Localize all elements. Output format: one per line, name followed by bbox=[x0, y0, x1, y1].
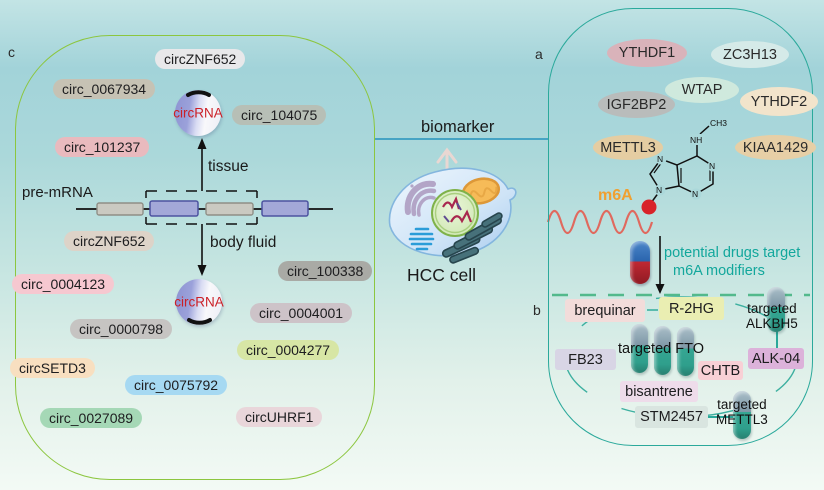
biomarker-label: biomarker bbox=[421, 118, 495, 136]
marker-circ-0067934: circ_0067934 bbox=[53, 79, 156, 99]
drug-fb23: FB23 bbox=[555, 349, 616, 370]
marker-circ-0004277: circ_0004277 bbox=[237, 340, 340, 360]
organelle-rods-icon bbox=[441, 212, 503, 264]
marker-circ-100338: circ_100338 bbox=[278, 261, 373, 281]
note-line1: potential drugs target bbox=[664, 245, 801, 261]
tissue-label: tissue bbox=[208, 158, 249, 175]
nucleus-icon bbox=[431, 189, 479, 237]
tissue-arrow bbox=[197, 138, 207, 191]
modifier-mettl3: METTL3 bbox=[593, 135, 663, 160]
pre-mrna-label: pre-mRNA bbox=[22, 184, 93, 201]
modifier-igf2bp2: IGF2BP2 bbox=[598, 91, 675, 118]
panel-m6a-modifiers bbox=[548, 8, 813, 446]
mettl3-capsule-icon bbox=[733, 391, 751, 439]
mettl3-word: METTL3 bbox=[716, 412, 768, 427]
circrna-icon-label: circRNA bbox=[174, 294, 224, 310]
n9-label: N bbox=[656, 185, 663, 195]
marker-circ-0075792: circ_0075792 bbox=[125, 375, 228, 395]
marker-circ-0027089: circ_0027089 bbox=[40, 408, 143, 428]
note-line2: m6A modifiers bbox=[673, 263, 765, 279]
n3-label: N bbox=[692, 189, 699, 199]
targeted-word: targeted bbox=[747, 301, 797, 316]
drug-capsule-icon bbox=[630, 241, 650, 284]
body-fluid-arrow bbox=[197, 224, 207, 276]
marker-circuhrf1: circUHRF1 bbox=[236, 407, 323, 427]
fto-capsule-icon-2 bbox=[654, 326, 671, 375]
drug-stm2457: STM2457 bbox=[635, 406, 708, 428]
hcc-cell-icon bbox=[388, 167, 517, 264]
fto-capsule-icon-1 bbox=[631, 324, 648, 373]
drug-brequinar: brequinar bbox=[565, 299, 645, 322]
golgi-icon bbox=[404, 180, 437, 217]
fto-capsule-icon-3 bbox=[677, 327, 694, 376]
alkbh5-word: ALKBH5 bbox=[746, 316, 798, 331]
modifier-kiaa1429: KIAA1429 bbox=[735, 135, 816, 160]
rna-wave bbox=[546, 209, 654, 235]
drug-chtb: CHTB bbox=[698, 361, 743, 380]
targeted-alkbh5-label: targeted ALKBH5 bbox=[746, 301, 798, 331]
circrna-icon-tissue: circRNA bbox=[173, 90, 223, 136]
marker-circ-0004001: circ_0004001 bbox=[250, 303, 353, 323]
targeted-word: targeted bbox=[717, 397, 767, 412]
er-stack-icon bbox=[408, 227, 435, 251]
m6a-dot-icon bbox=[641, 199, 657, 215]
modifier-ythdf1: YTHDF1 bbox=[607, 39, 687, 67]
hcc-cell-label: HCC cell bbox=[407, 265, 477, 285]
targeted-mettl3-label: targeted METTL3 bbox=[716, 397, 768, 427]
drug-bisantrene: bisantrene bbox=[620, 381, 698, 402]
circrna-icon-label: circRNA bbox=[173, 105, 223, 121]
n1-label: N bbox=[709, 161, 716, 171]
n7-label: N bbox=[657, 154, 664, 164]
modifier-ythdf2: YTHDF2 bbox=[740, 87, 818, 116]
marker-circ-101237: circ_101237 bbox=[55, 137, 150, 157]
panel-label-b: b bbox=[533, 302, 541, 318]
drug-alk-04: ALK-04 bbox=[748, 348, 804, 369]
nh-label: NH bbox=[690, 135, 703, 145]
marker-circ-0004123: circ_0004123 bbox=[12, 274, 115, 294]
drug-r-2hg: R-2HG bbox=[659, 297, 724, 320]
targeted-fto-label: targeted FTO bbox=[618, 341, 704, 357]
adenine-structure bbox=[649, 125, 719, 200]
m6a-label: m6A bbox=[598, 187, 633, 204]
marker-circsetd3: circSETD3 bbox=[10, 358, 95, 378]
drug-target-arrow bbox=[655, 236, 665, 294]
marker-circ-0000798: circ_0000798 bbox=[70, 319, 173, 339]
marker-circ-104075: circ_104075 bbox=[232, 105, 327, 125]
panel-label-a: a bbox=[535, 46, 543, 62]
circrna-icon-bodyfluid: circRNA bbox=[174, 279, 224, 325]
body-fluid-label: body fluid bbox=[210, 234, 277, 251]
marker-circznf652-tissue: circZNF652 bbox=[155, 49, 246, 69]
modifier-zc3h13: ZC3H13 bbox=[711, 41, 789, 68]
pre-mrna-diagram bbox=[76, 190, 333, 225]
modifier-wtap: WTAP bbox=[665, 77, 739, 103]
marker-circznf652-gene: circZNF652 bbox=[64, 231, 155, 251]
ch3-label: CH3 bbox=[710, 118, 728, 128]
panel-circrna-biomarkers bbox=[15, 35, 375, 480]
panel-label-c: c bbox=[8, 44, 15, 60]
alkbh5-capsule-icon bbox=[767, 287, 785, 332]
